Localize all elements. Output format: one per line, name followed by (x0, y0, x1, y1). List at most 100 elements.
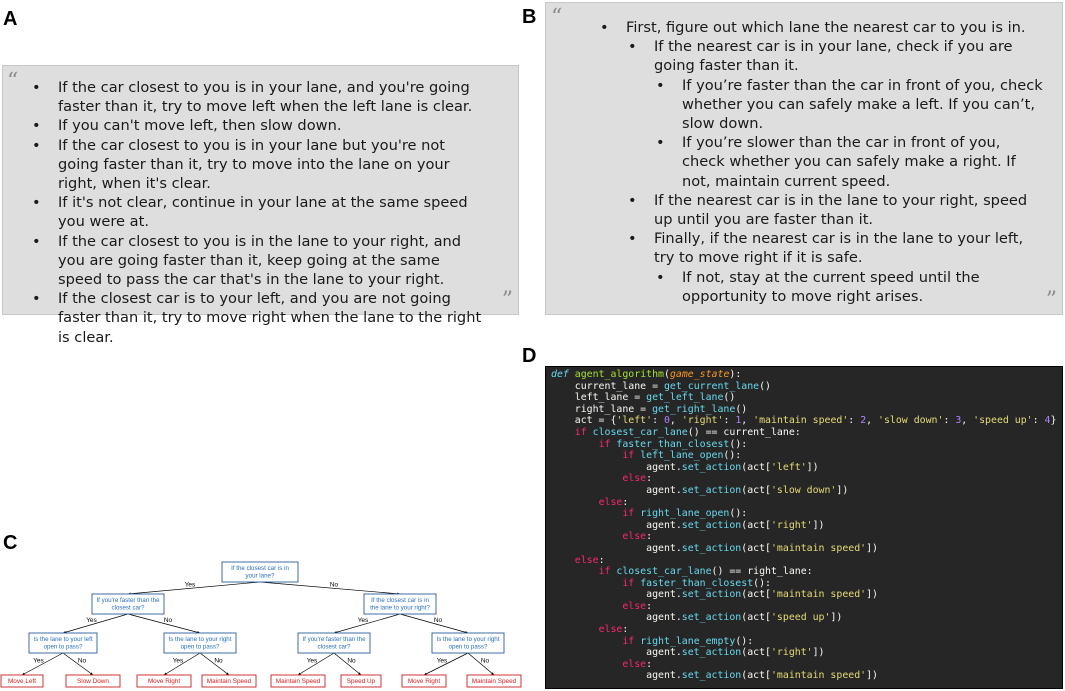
code-token: , (669, 415, 682, 427)
code-token: 'maintain speed' (770, 542, 867, 554)
code-token: 'maintain speed' (753, 415, 849, 427)
code-token: faster_than_closest (640, 577, 754, 589)
code-token: : (1032, 415, 1045, 427)
decision-node-box (91, 593, 165, 615)
arrow-head-icon (298, 672, 301, 675)
code-line: def agent_algorithm(game_state): (551, 369, 1062, 381)
code-token: : (598, 554, 605, 566)
leaf-node-box (466, 674, 522, 688)
code-token (551, 427, 575, 438)
panel-b-item: If the nearest car is in your lane, chec… (628, 37, 1046, 75)
code-line: current_lane = get_current_lane() (551, 381, 1062, 393)
code-token: 0 (663, 415, 670, 427)
code-token: () (735, 403, 748, 415)
code-token: ]) (812, 519, 825, 531)
code-token: (): (753, 577, 771, 589)
code-line: act = {'left': 0, 'right': 1, 'maintain … (551, 415, 1062, 427)
tree-edge (333, 613, 401, 634)
edge-label-yes: Yes (307, 658, 318, 665)
code-token: : (652, 415, 664, 427)
code-token: : (646, 531, 653, 543)
panel-b-item: First, figure out which lane the nearest… (600, 18, 1046, 37)
panel-label-a: A (3, 8, 18, 30)
code-line: else: (551, 601, 1062, 613)
decision-node-text: open to pass? (449, 643, 488, 650)
leaf-node-text: Speed Up (347, 678, 376, 685)
panel-label-b: B (522, 6, 537, 28)
code-token: (act[ (741, 461, 771, 473)
code-token: (): (729, 508, 748, 520)
code-token: 'right' (770, 519, 813, 531)
code-token: (act[ (741, 519, 771, 531)
code-line: else: (551, 659, 1062, 671)
arrow-head-icon (22, 672, 25, 675)
code-token: : (622, 624, 629, 636)
code-token: 3 (955, 415, 962, 427)
code-token: () (723, 392, 736, 404)
tree-edge (467, 652, 495, 676)
code-token (551, 578, 622, 589)
edge-label-no: No (347, 658, 356, 665)
code-token: left_lane_open (640, 450, 724, 462)
code-line: else: (551, 624, 1062, 636)
panel-b-item: If not, stay at the current speed until … (656, 268, 1046, 306)
code-token: ]) (806, 461, 819, 473)
code-line: if faster_than_closest(): (551, 578, 1062, 590)
leaf-node-box (0, 674, 44, 688)
panel-a-item: If the car closest to you is in your lan… (32, 78, 488, 116)
code-line: agent.set_action(act['right']) (551, 520, 1062, 532)
tree-edge (399, 613, 469, 634)
code-token: def (551, 369, 569, 380)
code-token: if (622, 635, 635, 647)
edge-label-yes: Yes (437, 658, 448, 665)
edge-label-yes: Yes (358, 617, 369, 624)
code-token: act = { (551, 415, 617, 427)
panel-a-quote: “ If the car closest to you is in your l… (2, 65, 519, 346)
code-token: 1 (735, 415, 742, 427)
code-line: if closest_car_lane() == right_lane: (551, 566, 1062, 578)
code-token: agent. (551, 542, 682, 554)
code-token (551, 531, 622, 542)
decision-node-text: closest car? (111, 604, 145, 611)
code-token: () == current_lane: (687, 426, 801, 438)
code-token: ]) (866, 589, 878, 601)
close-quote-icon: ” (1045, 288, 1057, 313)
code-token: 'slow down' (878, 415, 944, 427)
tree-edge (333, 652, 362, 676)
panel-a-list: If the car closest to you is in your lan… (32, 78, 488, 347)
code-token: closest_car_lane (616, 566, 712, 578)
decision-node-text: If you're faster than the (302, 636, 366, 643)
code-token: closest_car_lane (592, 426, 688, 438)
code-token: set_action (681, 612, 742, 624)
code-line: if closest_car_lane() == current_lane: (551, 427, 1062, 439)
arrow-head-icon (90, 672, 93, 675)
panel-b-list: First, figure out which lane the nearest… (600, 18, 1046, 306)
panel-b-item: If you’re slower than the car in front o… (656, 133, 1046, 191)
code-token: ]) (836, 484, 849, 496)
code-token: set_action (681, 519, 742, 531)
decision-node-text: If the closest car is in (231, 565, 289, 572)
code-line: agent.set_action(act['speed up']) (551, 612, 1062, 624)
code-token: else (622, 600, 647, 612)
code-token (551, 439, 599, 450)
leaf-node-text: Maintain Speed (207, 678, 252, 685)
code-token: agent. (551, 670, 682, 682)
code-token (551, 473, 622, 484)
code-token: (act[ (741, 542, 771, 554)
tree-edge (423, 652, 469, 676)
leaf-node-text: Move Left (8, 678, 36, 685)
edge-label-yes: Yes (86, 617, 97, 624)
code-token: () (759, 380, 771, 392)
code-token: : (646, 600, 653, 612)
edge-label-no: No (330, 582, 339, 589)
arrow-head-icon (491, 672, 494, 675)
code-token: 'maintain speed' (770, 589, 867, 601)
code-token (551, 624, 599, 635)
code-token: set_action (681, 589, 742, 601)
panel-b-item: If you’re faster than the car in front o… (656, 76, 1046, 134)
code-token: game_state (669, 369, 730, 380)
code-token: else (598, 496, 623, 508)
decision-node-text: closest car? (317, 643, 351, 650)
panel-a-item: If the car closest to you is in your lan… (32, 136, 488, 194)
